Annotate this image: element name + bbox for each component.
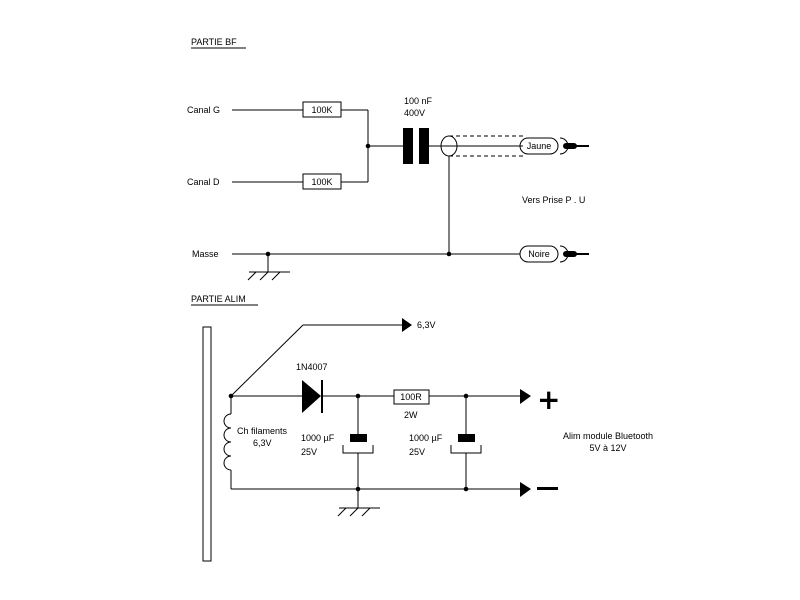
masse-label: Masse [192,249,219,259]
c2-bottom-junction [463,486,469,492]
vers-prise-label: Vers Prise P . U [522,195,585,205]
plus-arrow-icon [520,389,531,404]
c2-plate-positive [458,434,475,442]
noire-connector [519,245,559,263]
module-label-2: 5V à 12V [589,443,626,453]
c2-plate-negative [450,445,482,454]
capacitor-100nf-plate-2 [419,128,429,164]
secondary-coil [223,413,232,471]
canal-g-label: Canal G [187,105,220,115]
v63-label: 6,3V [417,320,436,330]
coil-label-2: 6,3V [253,438,272,448]
canal-d-label: Canal D [187,177,220,187]
ground-symbol-bf [247,271,290,281]
alim-title: PARTIE ALIM [191,294,246,304]
diode-1n4007-icon [302,380,321,413]
v63-arrow-icon [402,318,412,332]
v63-diagonal-wire [230,324,304,397]
resistor-g-label: 100K [311,105,332,115]
shield-junction [446,251,452,257]
resistor-d-label: 100K [311,177,332,187]
c2-value-label: 1000 µF [409,433,443,443]
c1-voltage-label: 25V [301,447,317,457]
jaune-pin [563,143,577,149]
noire-label: Noire [528,249,550,259]
minus-sign: — [537,492,546,502]
module-label-1: Alim module Bluetooth [563,431,653,441]
jaune-label: Jaune [527,141,552,151]
minus-sign-mark [537,487,558,490]
c1-value-label: 1000 µF [301,433,335,443]
jaune-connector [519,137,559,155]
resistor-100r-label: 100R [400,392,422,402]
minus-arrow-icon [520,482,531,497]
ground-symbol-alim [337,507,380,517]
diode-label: 1N4007 [296,362,328,372]
transformer-core [202,326,212,562]
plus-sign: + [537,383,560,416]
resistor-100r [393,389,430,405]
c2-voltage-label: 25V [409,447,425,457]
capacitor-100nf-plate-1 [403,128,413,164]
cap-value-label: 100 nF [404,96,433,106]
cap-voltage-label: 400V [404,108,425,118]
c1-plate-negative [342,445,374,454]
c1-plate-positive [350,434,367,442]
noire-pin [563,251,577,257]
coil-label-1: Ch filaments [237,426,288,436]
resistor-power-label: 2W [404,410,418,420]
bf-title: PARTIE BF [191,37,237,47]
